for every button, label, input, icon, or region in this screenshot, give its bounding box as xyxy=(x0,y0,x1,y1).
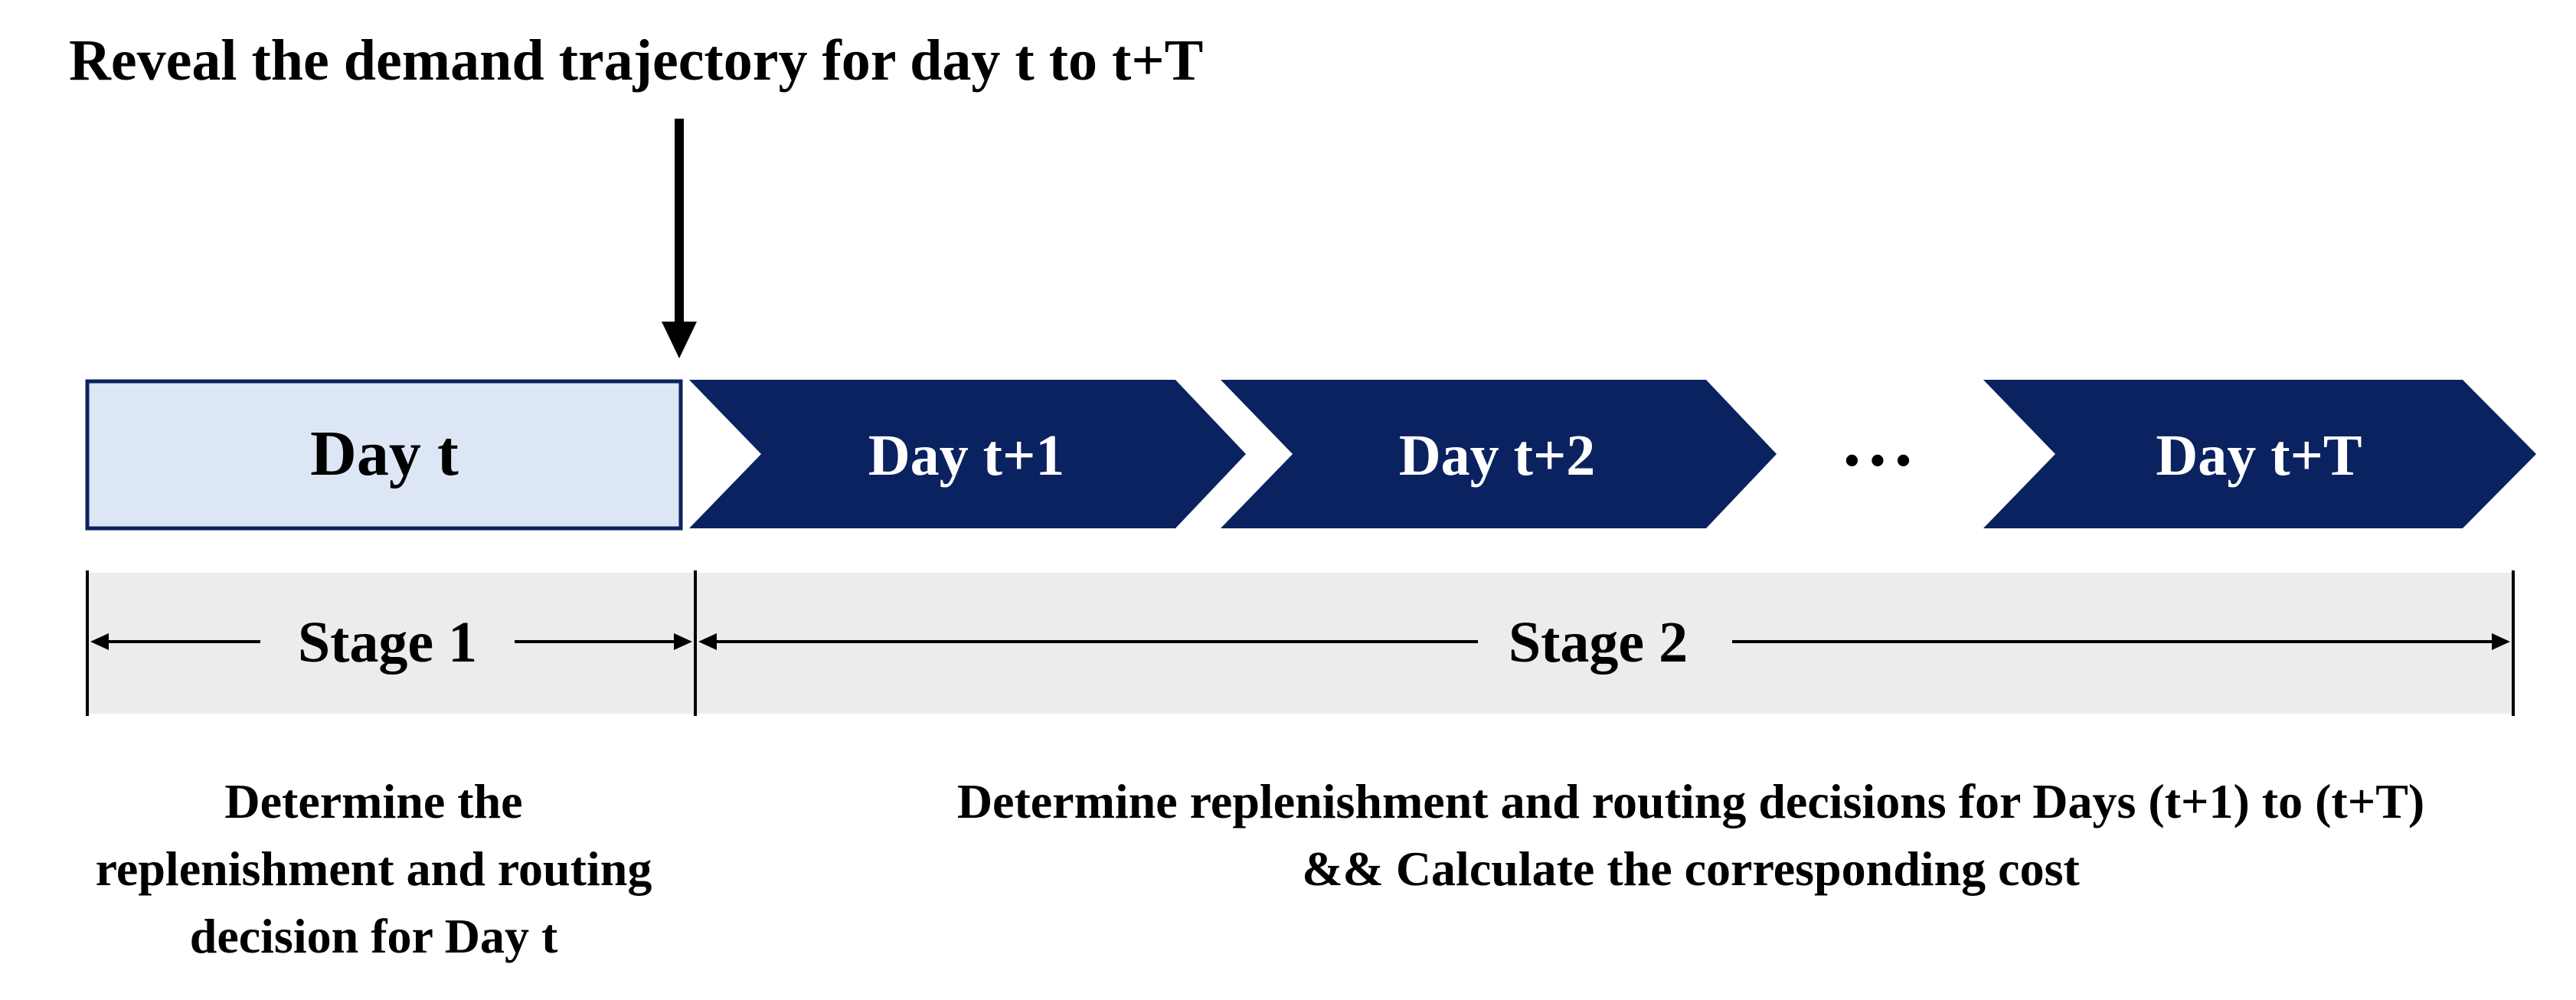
ellipsis: • • • xyxy=(1845,437,1911,485)
stage1-span-arrow xyxy=(90,633,692,650)
day-t-label: Day t xyxy=(310,418,459,489)
stage2-desc-line-1: Determine replenishment and routing deci… xyxy=(957,774,2424,828)
stage1-description: Determine the replenishment and routing … xyxy=(96,774,652,963)
stage2-desc-line-2: && Calculate the corresponding cost xyxy=(1302,842,2080,896)
stage2-span-arrow xyxy=(698,633,2510,650)
reveal-arrow xyxy=(662,119,697,358)
day-t2-label: Day t+2 xyxy=(1399,423,1596,488)
stage1-desc-line-3: decision for Day t xyxy=(190,909,558,963)
day-t-box: Day t xyxy=(85,379,683,531)
stage2-label: Stage 2 xyxy=(1509,610,1688,675)
stage1-desc-line-2: replenishment and routing xyxy=(96,842,652,896)
stage1-label: Stage 1 xyxy=(298,610,477,675)
stage1-desc-line-1: Determine the xyxy=(224,774,522,828)
day-t2-chevron: Day t+2 xyxy=(1221,380,1777,528)
day-tT-chevron: Day t+T xyxy=(1983,380,2536,528)
stage2-description: Determine replenishment and routing deci… xyxy=(957,774,2424,896)
top-label: Reveal the demand trajectory for day t t… xyxy=(69,28,1203,93)
day-tT-label: Day t+T xyxy=(2156,423,2362,488)
day-t1-chevron: Day t+1 xyxy=(689,380,1246,528)
day-t1-label: Day t+1 xyxy=(868,423,1065,488)
